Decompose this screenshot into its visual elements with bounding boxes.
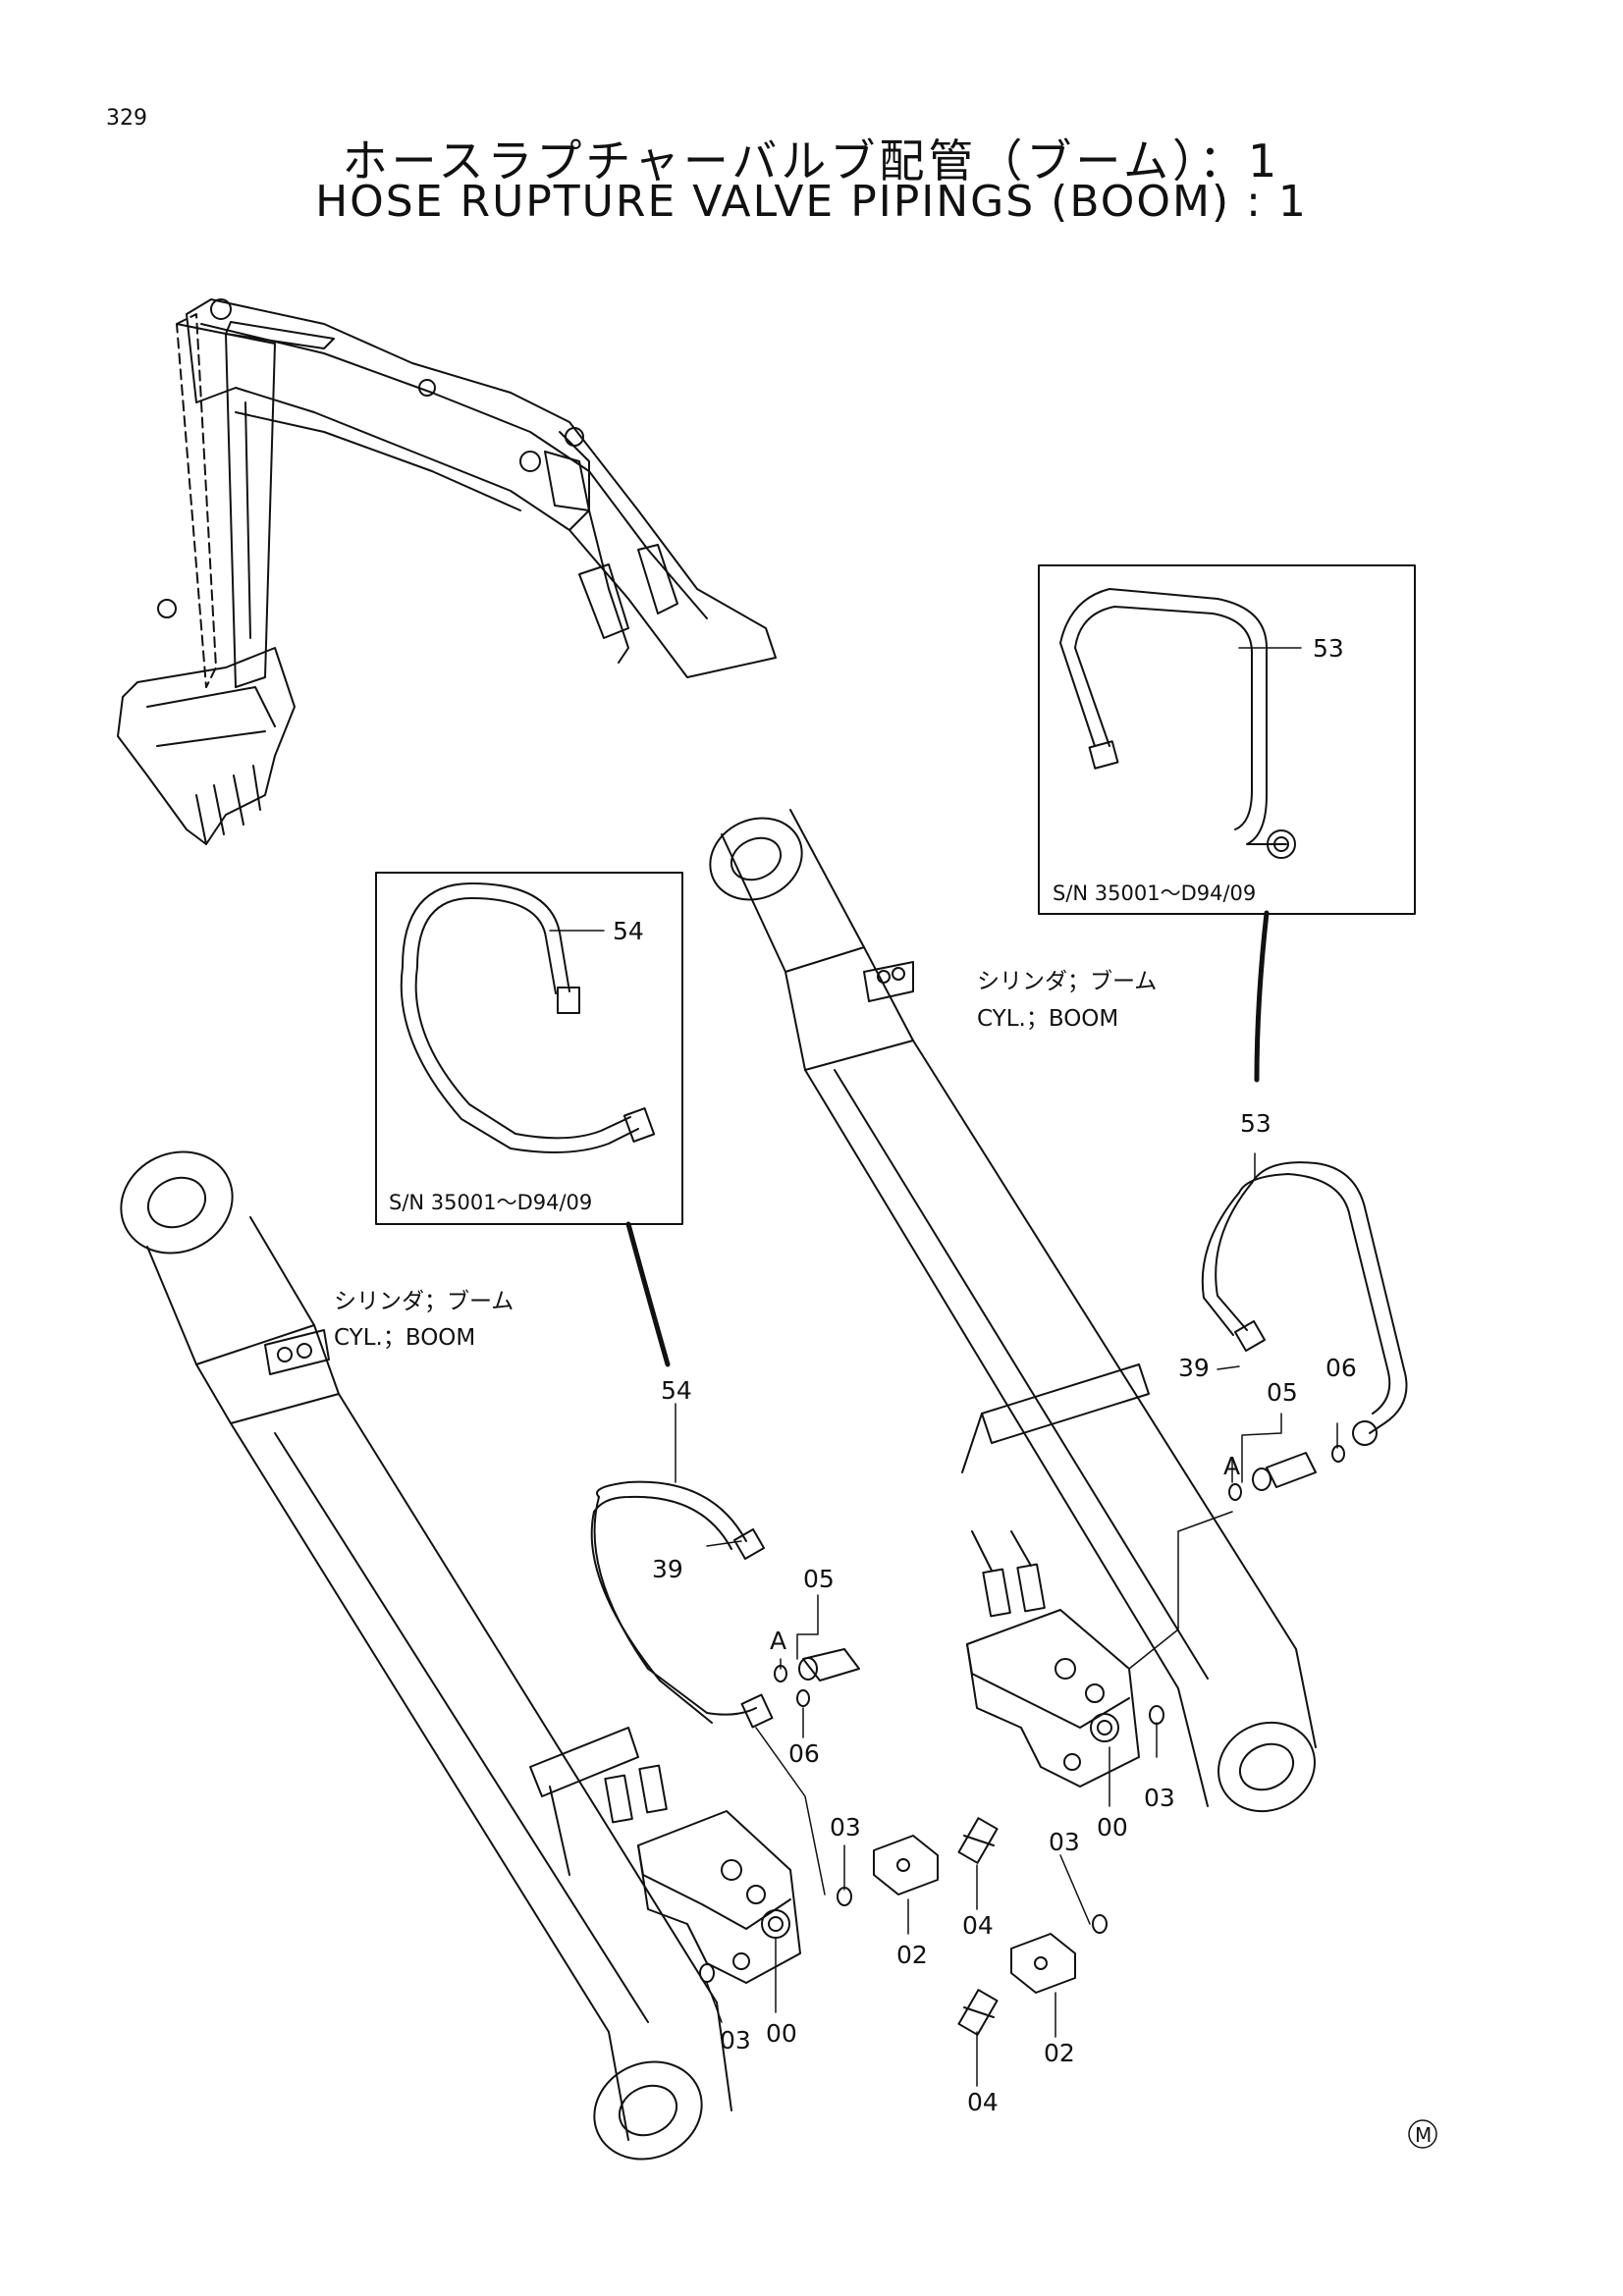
callout-53: 53 [1240,1109,1271,1138]
flange-lower [1010,1933,1076,1994]
callout-03-mid: 03 [1049,1828,1080,1856]
revision-mark-circle [1408,2119,1437,2149]
cyl-label-en-left: CYL.；BOOM [334,1325,475,1351]
valve-assembly-right [966,1161,1408,1788]
callout-06-right: 06 [1325,1354,1357,1382]
revision-mark: M [1415,2123,1432,2147]
page-number: 329 [106,106,147,131]
callout-00-left: 00 [766,2019,797,2048]
callout-06-left: 06 [788,1739,820,1768]
callout-02-upper: 02 [896,1941,928,1969]
cyl-label-jp-left: シリンダ；ブーム [334,1289,514,1314]
callout-leaders [675,1152,1338,2087]
callout-03-left-lower: 03 [720,2026,751,2055]
callout-04-lower: 04 [967,2088,999,2116]
callout-00-right: 00 [1097,1813,1128,1842]
bolt-upper [957,1817,999,1864]
callout-03-right: 03 [1144,1784,1175,1812]
callout-05-right: 05 [1267,1378,1298,1407]
callout-54: 54 [661,1376,692,1405]
callout-a-left: A [770,1627,786,1655]
serial-range-right: S/N 35001～D94/09 [1053,881,1256,905]
page-title-english: HOSE RUPTURE VALVE PIPINGS (BOOM) : 1 [315,177,1308,227]
inset-box-part-53 [1038,564,1416,915]
callout-39-left: 39 [652,1555,683,1583]
cyl-label-jp-right: シリンダ；ブーム [977,969,1157,994]
callout-a-right: A [1223,1452,1240,1480]
callout-05-left: 05 [803,1565,835,1593]
bolt-lower [957,1989,999,2036]
callout-04-upper: 04 [962,1911,994,1940]
callout-54-inset: 54 [613,917,644,945]
callout-labels: 53 S/N 35001～D94/09 54 S/N 35001～D94/09 … [334,634,1437,2149]
serial-range-left: S/N 35001～D94/09 [389,1191,592,1214]
flange-upper [873,1835,939,1896]
excavator-overview [117,298,777,845]
callout-03-left-upper: 03 [830,1813,861,1842]
cyl-label-en-right: CYL.；BOOM [977,1006,1118,1032]
inset-box-part-54 [375,872,683,1225]
valve-assembly-left [590,1480,860,1984]
boom-cylinder-right [709,809,1317,1813]
page-title-japanese: ホースラプチャーバルブ配管（ブーム）：1 [342,134,1281,187]
callout-02-lower: 02 [1044,2039,1075,2067]
callout-39-right: 39 [1178,1354,1210,1382]
callout-53-inset: 53 [1313,634,1344,663]
boom-cylinder-left [120,1150,732,2161]
